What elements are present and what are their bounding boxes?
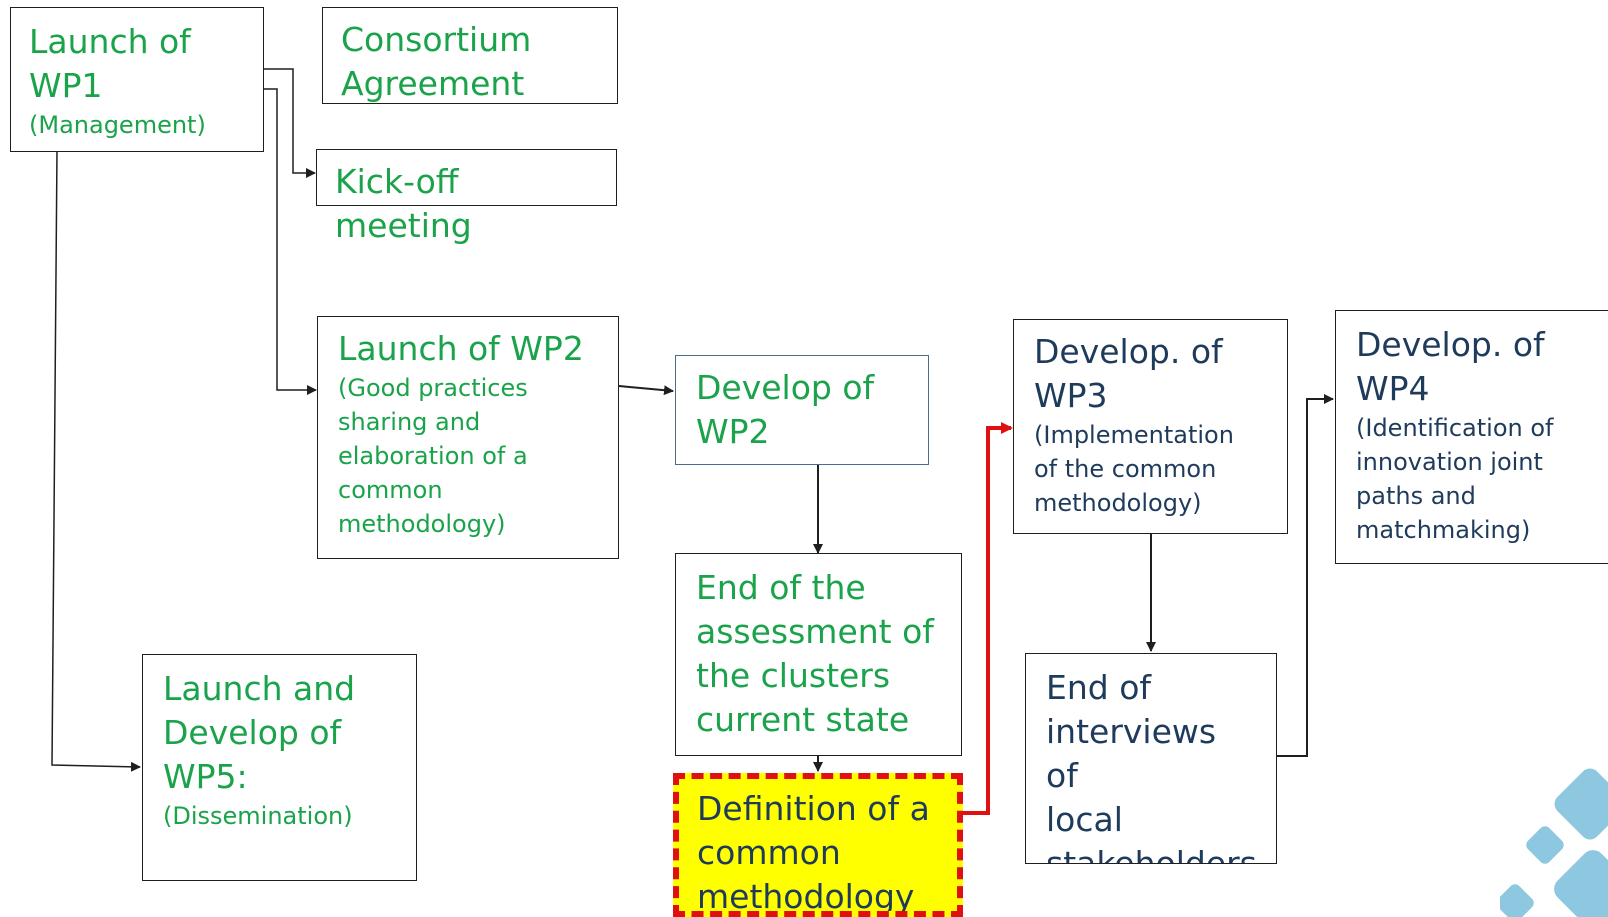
decorative-shapes bbox=[1500, 768, 1608, 917]
node-consortium-agreement: Consortium Agreement bbox=[322, 7, 618, 104]
node-wp2-develop: Develop of WP2 bbox=[675, 355, 929, 465]
node-subtitle: (Management) bbox=[29, 111, 206, 139]
node-wp3-develop: Develop. of WP3 (Implementation of the c… bbox=[1013, 319, 1288, 534]
node-title: Launch and Develop of WP5: bbox=[163, 669, 356, 796]
arrow-wp1-to-wp5 bbox=[51, 149, 141, 772]
node-wp5-launch: Launch and Develop of WP5: (Disseminatio… bbox=[142, 654, 417, 881]
arrow-wp1-to-kickoff bbox=[264, 68, 316, 178]
node-title: Launch of WP2 bbox=[338, 329, 584, 368]
node-wp2-launch: Launch of WP2 (Good practices sharing an… bbox=[317, 316, 619, 559]
node-title: Develop. of WP3 bbox=[1034, 332, 1223, 415]
node-title: End of interviews of local stakeholders bbox=[1046, 668, 1257, 864]
node-kickoff-meeting: Kick-off meeting bbox=[316, 149, 617, 245]
node-assessment-end: End of the assessment of the clusters cu… bbox=[675, 553, 962, 756]
node-interviews-end: End of interviews of local stakeholders bbox=[1025, 653, 1277, 864]
node-title: Consortium Agreement bbox=[341, 20, 532, 103]
node-wp4-develop: Develop. of WP4 (Identification of innov… bbox=[1335, 310, 1608, 564]
node-title: Definition of a common methodology bbox=[697, 789, 930, 916]
arrow-wp1-to-wp2-launch bbox=[264, 88, 317, 395]
node-title: Launch of WP1 bbox=[29, 22, 191, 105]
node-subtitle: (Implementation of the common methodolog… bbox=[1034, 421, 1234, 517]
node-wp1-launch: Launch of WP1 (Management) bbox=[10, 7, 264, 152]
node-title: Develop. of WP4 bbox=[1356, 325, 1545, 408]
node-title: End of the assessment of the clusters cu… bbox=[696, 568, 934, 739]
arrow-definition-to-wp3 bbox=[963, 422, 1013, 815]
node-subtitle: (Identification of innovation joint path… bbox=[1356, 414, 1554, 544]
node-methodology-definition: Definition of a common methodology bbox=[673, 773, 963, 917]
arrow-wp2-launch-to-develop bbox=[618, 385, 674, 396]
node-title: Develop of WP2 bbox=[696, 368, 875, 451]
node-subtitle: (Good practices sharing and elaboration … bbox=[338, 374, 528, 538]
node-subtitle: (Dissemination) bbox=[163, 802, 353, 830]
node-title: Kick-off meeting bbox=[335, 162, 472, 245]
